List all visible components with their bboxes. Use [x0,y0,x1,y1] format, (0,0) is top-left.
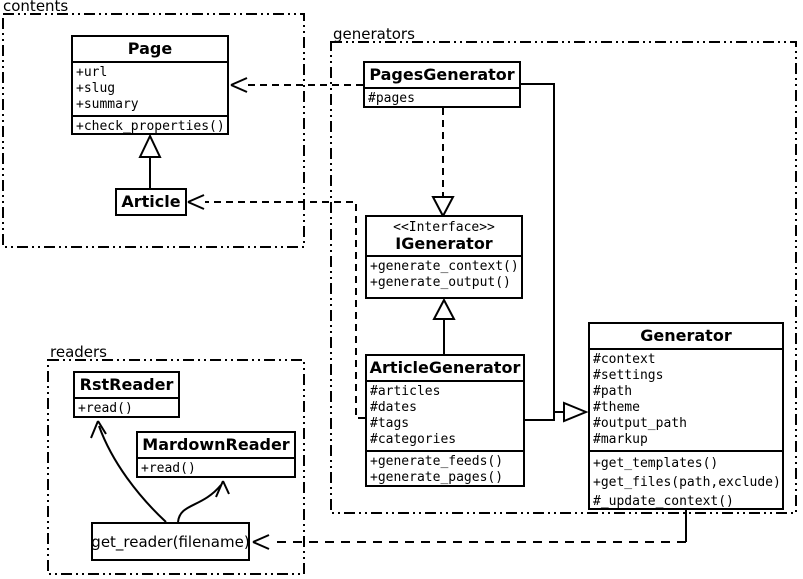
class-article-title: Article [121,192,181,211]
class-pagesgenerator-attributes: #pages [365,87,519,109]
class-igenerator: <<Interface>> IGenerator +generate_conte… [365,215,523,299]
method-row: +get_files(path,exclude) [593,475,781,490]
method-row: #_update_context() [593,494,734,509]
class-rstreader-methods: +read() [75,397,178,419]
attribute-row: #settings [593,368,664,383]
method-row: +read() [141,461,196,476]
class-article: Article [115,188,187,216]
inheritance-triangle-generator [563,401,589,423]
realization-triangle-igenerator [431,196,455,219]
method-row: +read() [78,401,133,416]
attribute-row: #pages [368,91,415,106]
attribute-row: #markup [593,432,648,447]
inheritance-line-pagesgenerator-generator [521,83,564,413]
method-row: +generate_output() [370,275,511,290]
open-arrowhead-page [230,77,248,93]
open-arrowhead-rstreader [90,420,107,439]
package-label-contents: contents [3,0,69,15]
method-row: +generate_pages() [370,470,504,485]
attribute-row: #dates [370,400,417,415]
class-rstreader-title: RstReader [79,375,174,394]
class-rstreader: RstReader +read() [73,371,180,418]
class-markdownreader-title: MardownReader [142,435,290,454]
attribute-row: #path [593,384,633,399]
dependency-line-articlegenerator-article [205,201,365,419]
package-label-readers: readers [50,343,107,361]
class-articlegenerator: ArticleGenerator #articles #dates #tags … [365,354,525,487]
package-contents-border [2,13,305,248]
class-generator-title: Generator [640,326,732,345]
class-page-methods: +check_properties() [73,115,227,137]
method-row: +check_properties() [76,119,225,134]
attribute-row: +url [76,65,108,80]
attribute-row: #categories [370,432,457,447]
inheritance-line-articlegenerator-generator [525,412,555,421]
class-pagesgenerator-title: PagesGenerator [369,65,515,84]
open-arrowhead-getreader [252,534,270,550]
attribute-row: #output_path [593,416,687,431]
open-arrowhead-markdownreader [215,480,230,498]
class-articlegenerator-attributes: #articles #dates #tags #categories [367,380,523,450]
class-markdownreader: MardownReader +read() [136,431,296,478]
attribute-row: +summary [76,97,139,112]
class-generator-attributes: #context #settings #path #theme #output_… [590,348,782,450]
method-row: +generate_feeds() [370,454,504,469]
method-row: +get_templates() [593,456,719,471]
attribute-row: +slug [76,81,116,96]
class-pagesgenerator: PagesGenerator #pages [363,61,521,108]
get-reader-label: get_reader(filename) [91,532,250,551]
attribute-row: #context [593,352,656,367]
attribute-row: #theme [593,400,640,415]
inheritance-triangle-article-page [138,133,162,158]
curve-getreader-rstreader [98,425,167,523]
class-page-title: Page [127,39,173,58]
get-reader-box: get_reader(filename) [91,522,250,561]
class-page: Page +url +slug +summary +check_properti… [71,35,229,135]
class-markdownreader-methods: +read() [138,457,294,479]
class-igenerator-title: <<Interface>> IGenerator [367,217,521,255]
class-generator: Generator #context #settings #path #them… [588,322,784,510]
inheritance-triangle-igenerator [432,297,456,320]
attribute-row: #tags [370,416,410,431]
open-arrowhead-article [187,194,205,210]
class-articlegenerator-title: ArticleGenerator [369,358,521,377]
class-generator-methods: +get_templates() +get_files(path,exclude… [590,450,782,513]
class-page-attributes: +url +slug +summary [73,61,227,115]
package-readers-border [47,359,305,575]
curve-getreader-markdownreader [177,484,222,523]
method-row: +generate_context() [370,259,519,274]
package-label-generators: generators [333,25,415,43]
class-igenerator-methods: +generate_context() +generate_output() [367,255,521,297]
interface-stereotype: <<Interface>> [393,219,495,235]
package-generators-border [330,41,797,514]
attribute-row: #articles [370,384,441,399]
class-igenerator-name: IGenerator [395,233,493,253]
class-articlegenerator-methods: +generate_feeds() +generate_pages() [367,450,523,488]
